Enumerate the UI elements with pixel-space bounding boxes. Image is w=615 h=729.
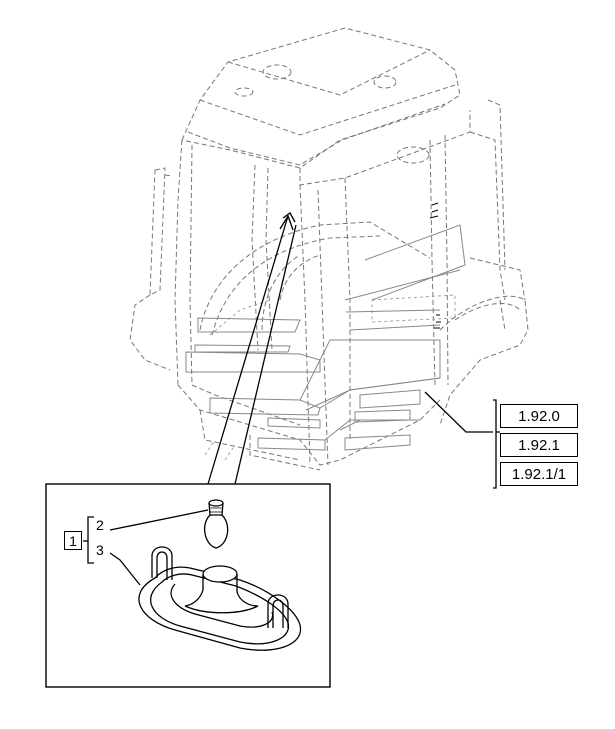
lamp-housing-drawing: [138, 546, 302, 651]
reference-label: 1.92.1: [518, 436, 560, 454]
callout-2: 2: [96, 517, 104, 533]
detail-frame: [45, 483, 331, 688]
reference-leader: [424, 391, 500, 489]
group-label-box: 1: [64, 531, 82, 550]
reference-box-2[interactable]: 1.92.1: [500, 433, 578, 457]
tractor-cab-outline: [129, 27, 529, 471]
reference-box-1[interactable]: 1.92.0: [500, 404, 578, 428]
reference-label: 1.92.1/1: [511, 465, 567, 483]
callout-3: 3: [96, 542, 104, 558]
reference-box-3[interactable]: 1.92.1/1: [500, 462, 578, 486]
callout-bracket: [83, 509, 209, 586]
group-label: 1: [69, 532, 77, 549]
reference-label: 1.92.0: [518, 407, 560, 425]
bulb-drawing: [203, 499, 229, 549]
pointer-arrow: [207, 212, 297, 485]
